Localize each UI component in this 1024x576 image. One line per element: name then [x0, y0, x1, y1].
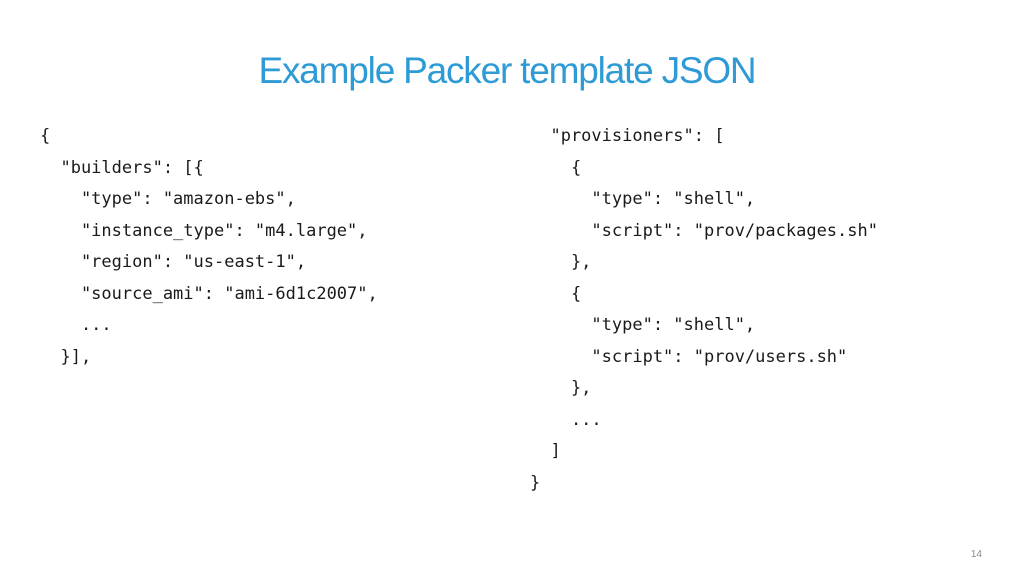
code-line: {: [530, 157, 582, 178]
code-line: }: [530, 472, 541, 493]
code-line: "script": "prov/packages.sh": [530, 220, 878, 241]
slide-title: Example Packer template JSON: [258, 50, 757, 91]
code-line: ...: [40, 315, 112, 335]
code-line: }],: [40, 346, 92, 367]
code-line: ...: [530, 409, 602, 430]
code-line: "script": "prov/users.sh": [530, 346, 848, 367]
code-line: "source_ami": "ami-6d1c2007",: [40, 283, 378, 304]
code-block-provisioners: "provisioners": [ { "type": "shell", "sc…: [530, 121, 878, 499]
code-line: "instance_type": "m4.large",: [40, 220, 368, 241]
code-line: "type": "shell",: [530, 315, 756, 335]
code-line: ]: [530, 441, 561, 461]
code-line: {: [530, 283, 582, 304]
code-line: "type": "amazon-ebs",: [40, 189, 296, 209]
code-block-builders: { "builders": [{ "type": "amazon-ebs", "…: [40, 121, 378, 373]
page-number: 14: [970, 549, 982, 560]
code-line: },: [530, 252, 592, 272]
code-line: "region": "us-east-1",: [40, 252, 307, 272]
code-line: "provisioners": [: [530, 126, 725, 146]
code-line: },: [530, 378, 592, 398]
code-line: {: [40, 126, 51, 146]
code-line: "builders": [{: [40, 157, 204, 178]
code-line: "type": "shell",: [530, 189, 756, 209]
